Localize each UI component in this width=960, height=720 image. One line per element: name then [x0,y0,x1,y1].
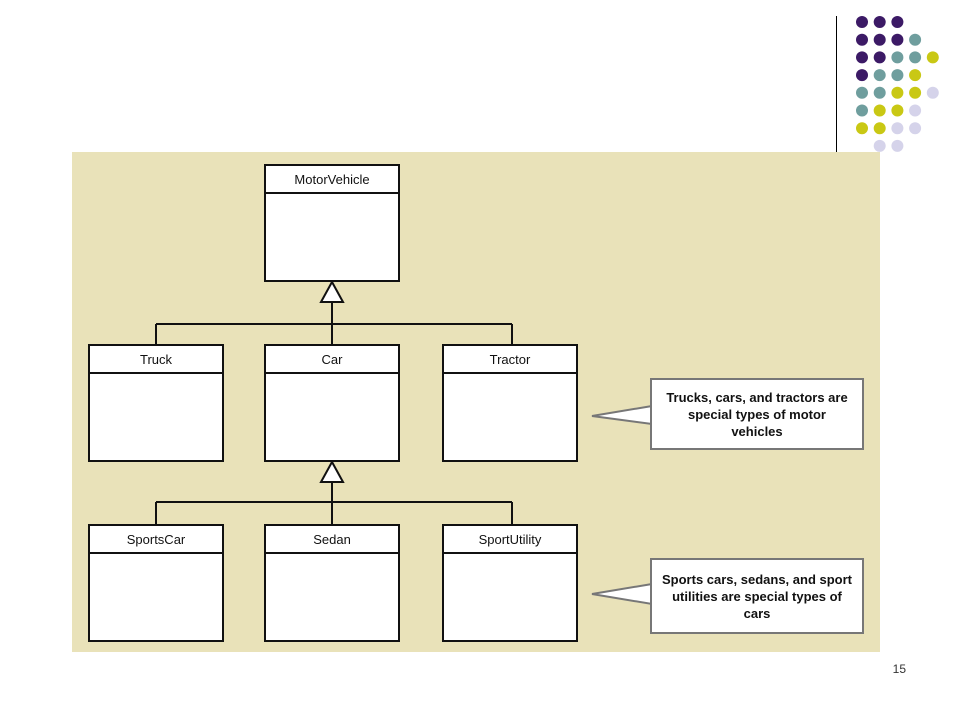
class-box-sportutility: SportUtility [442,524,578,642]
decorative-dot [891,16,904,28]
page-number: 15 [892,662,906,676]
class-name-sedan: Sedan [266,526,398,554]
inheritance-arrow-motorvehicle [319,279,345,303]
callout-pointer-vehicles [591,404,653,426]
class-name-truck: Truck [90,346,222,374]
decorative-dot [873,33,886,46]
callout-vehicles: Trucks, cars, and tractors are special t… [650,378,864,450]
decorative-dot [856,122,868,135]
decorative-dot [891,122,904,135]
class-box-tractor: Tractor [442,344,578,462]
inheritance-arrow-car [319,459,345,483]
decorative-dot [891,33,904,46]
decorative-dot [873,69,886,82]
decorative-dot [856,69,868,82]
decorative-dot [856,104,868,117]
decorative-dot [873,86,886,99]
class-name-car: Car [266,346,398,374]
connector-lines [155,279,653,606]
decorative-dot [856,16,868,28]
decorative-dot [856,86,868,99]
decorative-dot [891,69,904,82]
class-box-car: Car [264,344,400,462]
decorative-dot [909,51,922,64]
class-name-sportutility: SportUtility [444,526,576,554]
decorative-dot-grid [856,16,939,152]
callout-pointer-cars [591,582,653,606]
decorative-dot [873,104,886,117]
decorative-dot [909,33,922,46]
decorative-dot [873,122,886,135]
decorative-dot [926,51,939,64]
class-box-sedan: Sedan [264,524,400,642]
uml-diagram-panel: MotorVehicle Truck Car Tractor SportsCar… [72,152,880,652]
class-name-tractor: Tractor [444,346,576,374]
decorative-dot [856,33,868,46]
decorative-dot [909,69,922,82]
decorative-vertical-line [836,16,837,152]
decorative-dot [891,139,904,152]
decorative-dot [891,86,904,99]
decorative-dot [909,122,922,135]
decorative-dot [926,86,939,99]
class-box-motorvehicle: MotorVehicle [264,164,400,282]
decorative-dot [873,139,886,152]
class-box-sportscar: SportsCar [88,524,224,642]
decorative-dot [909,86,922,99]
callout-cars: Sports cars, sedans, and sport utilities… [650,558,864,634]
decorative-dot [873,16,886,28]
class-name-motorvehicle: MotorVehicle [266,166,398,194]
class-name-sportscar: SportsCar [90,526,222,554]
decorative-dot [891,104,904,117]
class-box-truck: Truck [88,344,224,462]
decorative-dot [909,104,922,117]
decorative-dot [891,51,904,64]
decorative-dot [856,51,868,64]
decorative-dot [873,51,886,64]
